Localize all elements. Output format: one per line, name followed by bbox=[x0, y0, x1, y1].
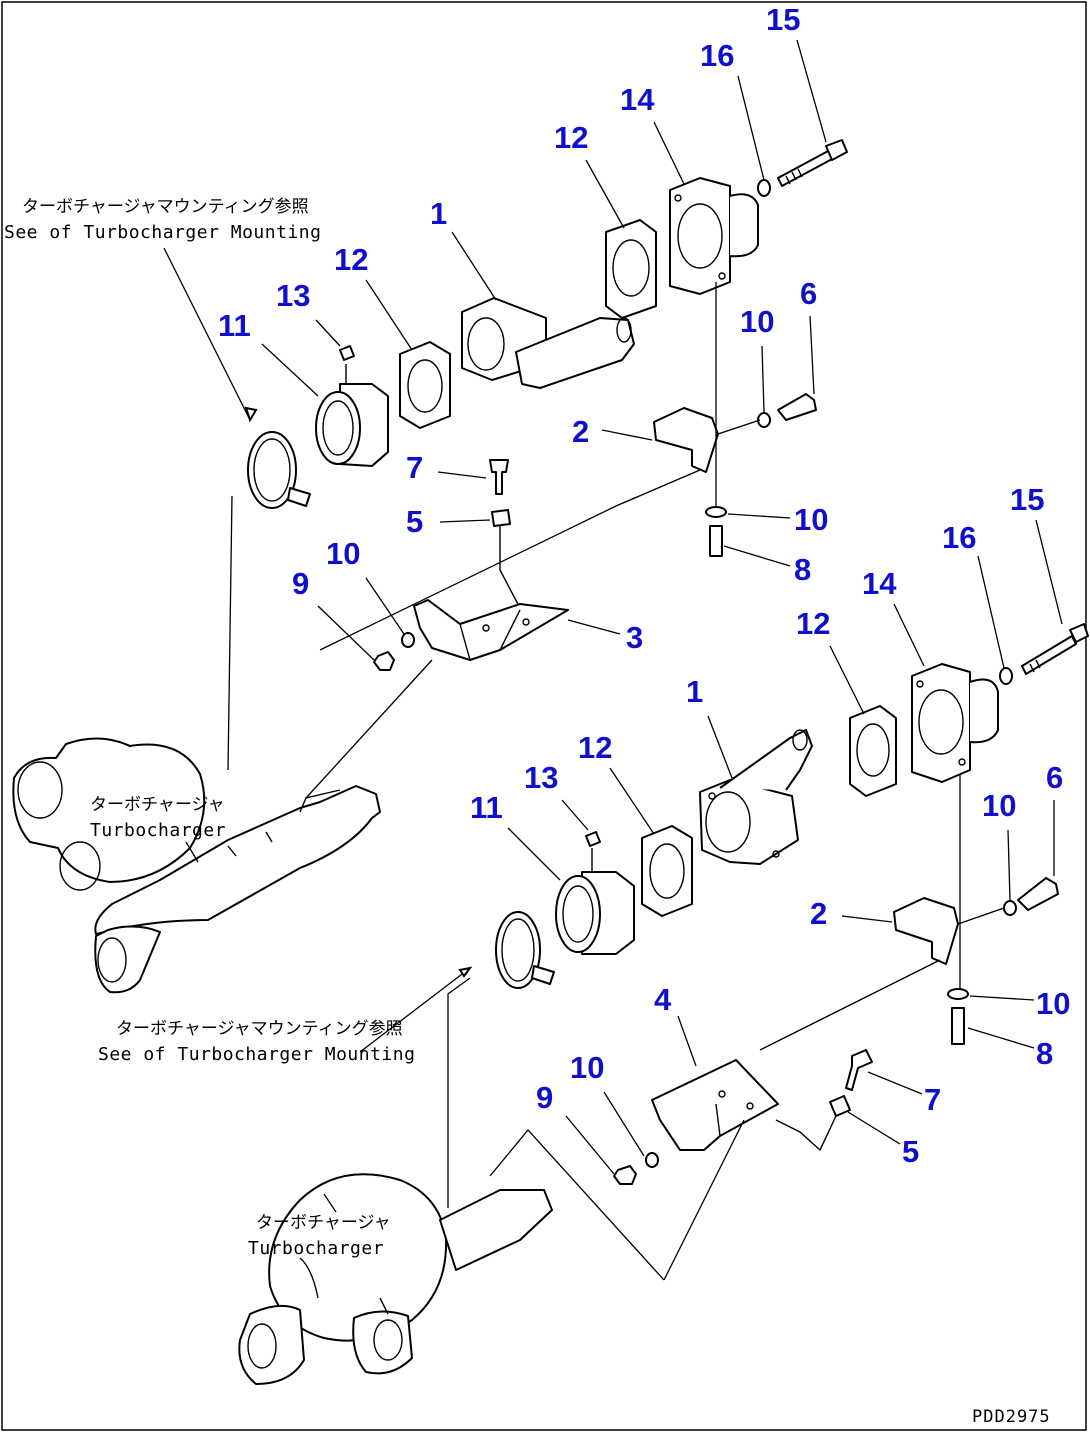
note-mounting-ref-top-en: See of Turbocharger Mounting bbox=[4, 222, 321, 243]
washer-10-lower-b bbox=[947, 988, 969, 1000]
callout-5-lower: 5 bbox=[902, 1134, 919, 1169]
elbow-14-upper bbox=[669, 177, 759, 295]
pipe-1-lower bbox=[699, 729, 813, 865]
gasket-12-upper-right bbox=[605, 219, 657, 319]
callout-16-lower: 16 bbox=[942, 520, 976, 555]
bracket-4-lower bbox=[651, 1059, 779, 1151]
callout-12-upper-b: 12 bbox=[334, 242, 368, 277]
note-mounting-ref-top-jp: ターボチャージャマウンティング参照 bbox=[22, 197, 309, 217]
callout-13-lower: 13 bbox=[524, 760, 558, 795]
turbocharger-lower bbox=[238, 1173, 553, 1385]
bracket-3-upper bbox=[413, 599, 569, 661]
note-mounting-ref-bottom-en: See of Turbocharger Mounting bbox=[98, 1044, 415, 1065]
callout-13-upper: 13 bbox=[276, 278, 310, 313]
pipe-1-upper bbox=[461, 297, 635, 389]
bolt-7-upper bbox=[489, 459, 509, 495]
callout-8-upper: 8 bbox=[794, 552, 811, 587]
callout-14-lower: 14 bbox=[862, 566, 897, 601]
callout-10-upper-c: 10 bbox=[326, 536, 360, 571]
upper-assembly bbox=[12, 139, 848, 994]
bolt-6-lower bbox=[1017, 877, 1059, 911]
callout-4-lower: 4 bbox=[654, 982, 672, 1017]
adapter-11-lower bbox=[555, 848, 635, 955]
clamp-lower bbox=[495, 911, 555, 989]
callout-3-upper: 3 bbox=[626, 620, 643, 655]
callout-9-lower: 9 bbox=[536, 1080, 553, 1115]
callout-12-lower-b: 12 bbox=[578, 730, 612, 765]
callout-6-lower: 6 bbox=[1046, 760, 1063, 795]
bracket-2-upper bbox=[615, 407, 761, 507]
callout-10-upper-a: 10 bbox=[740, 304, 774, 339]
note-turbo-lower-en: Turbocharger bbox=[248, 1238, 384, 1259]
washer-16-upper bbox=[757, 179, 771, 197]
callout-12-upper-a: 12 bbox=[554, 120, 588, 155]
callout-8-lower: 8 bbox=[1036, 1036, 1053, 1071]
turbocharger-upper bbox=[12, 737, 381, 994]
bolt-8-upper bbox=[709, 525, 723, 557]
drawing-code: PDD2975 bbox=[972, 1407, 1051, 1427]
callout-10-lower-b: 10 bbox=[1036, 986, 1070, 1021]
bolt-15-lower bbox=[1021, 623, 1089, 675]
lower-assembly bbox=[238, 623, 1089, 1385]
callout-11-upper: 11 bbox=[218, 308, 251, 343]
callout-10-upper-b: 10 bbox=[794, 502, 828, 537]
callout-16-upper: 16 bbox=[700, 38, 734, 73]
callout-5-upper: 5 bbox=[406, 504, 423, 539]
callouts-upper: 15 16 14 12 1 12 13 11 10 6 2 7 5 10 8 9… bbox=[218, 2, 828, 655]
bolt-15-upper bbox=[777, 139, 848, 187]
callout-15-lower: 15 bbox=[1010, 482, 1044, 517]
bolt-6-upper bbox=[777, 393, 817, 421]
bolt-7-lower bbox=[845, 1049, 873, 1091]
note-turbo-upper-en: Turbocharger bbox=[90, 820, 226, 841]
callout-leaders bbox=[163, 39, 1063, 1213]
nut-9-upper bbox=[373, 651, 395, 671]
washer-16-lower bbox=[999, 667, 1013, 685]
callout-1-lower: 1 bbox=[686, 674, 703, 709]
callout-10-lower-c: 10 bbox=[570, 1050, 604, 1085]
callout-1-upper: 1 bbox=[430, 196, 447, 231]
gasket-12-lower-right bbox=[849, 705, 897, 797]
plug-13-lower bbox=[585, 831, 601, 847]
notes: ターボチャージャマウンティング参照 See of Turbocharger Mo… bbox=[4, 197, 1051, 1427]
callout-11-lower: 11 bbox=[470, 790, 503, 825]
washer-10-upper-c bbox=[401, 632, 415, 648]
note-turbo-lower-jp: ターボチャージャ bbox=[256, 1213, 391, 1233]
clamp-upper bbox=[247, 431, 311, 509]
bracket-2-lower bbox=[759, 897, 1005, 1051]
callout-2-upper: 2 bbox=[572, 414, 589, 449]
gasket-12-upper-left bbox=[399, 341, 451, 429]
plug-13-upper bbox=[339, 345, 355, 361]
callout-7-upper: 7 bbox=[406, 450, 423, 485]
elbow-14-lower bbox=[911, 663, 999, 783]
note-turbo-upper-jp: ターボチャージャ bbox=[90, 795, 225, 815]
callout-9-upper: 9 bbox=[292, 566, 309, 601]
callout-7-lower: 7 bbox=[924, 1082, 941, 1117]
note-mounting-ref-bottom-jp: ターボチャージャマウンティング参照 bbox=[116, 1019, 403, 1039]
bolt-8-lower bbox=[951, 1007, 965, 1045]
spacer-5-upper bbox=[491, 509, 511, 527]
spacer-5-lower bbox=[829, 1095, 851, 1117]
callout-14-upper: 14 bbox=[620, 82, 655, 117]
callout-15-upper: 15 bbox=[766, 2, 800, 37]
washer-10-lower-a bbox=[1003, 900, 1017, 916]
washer-10-upper-b bbox=[705, 506, 727, 518]
callout-2-lower: 2 bbox=[810, 896, 827, 931]
washer-10-lower-c bbox=[645, 1152, 659, 1168]
adapter-11-upper bbox=[315, 364, 389, 467]
callout-6-upper: 6 bbox=[800, 276, 817, 311]
callouts-lower: 15 16 14 12 1 12 13 11 10 6 2 10 8 4 7 1… bbox=[470, 482, 1070, 1169]
nut-9-lower bbox=[613, 1165, 637, 1185]
callout-10-lower-a: 10 bbox=[982, 788, 1016, 823]
callout-12-lower-a: 12 bbox=[796, 606, 830, 641]
gasket-12-lower-left bbox=[641, 825, 693, 917]
